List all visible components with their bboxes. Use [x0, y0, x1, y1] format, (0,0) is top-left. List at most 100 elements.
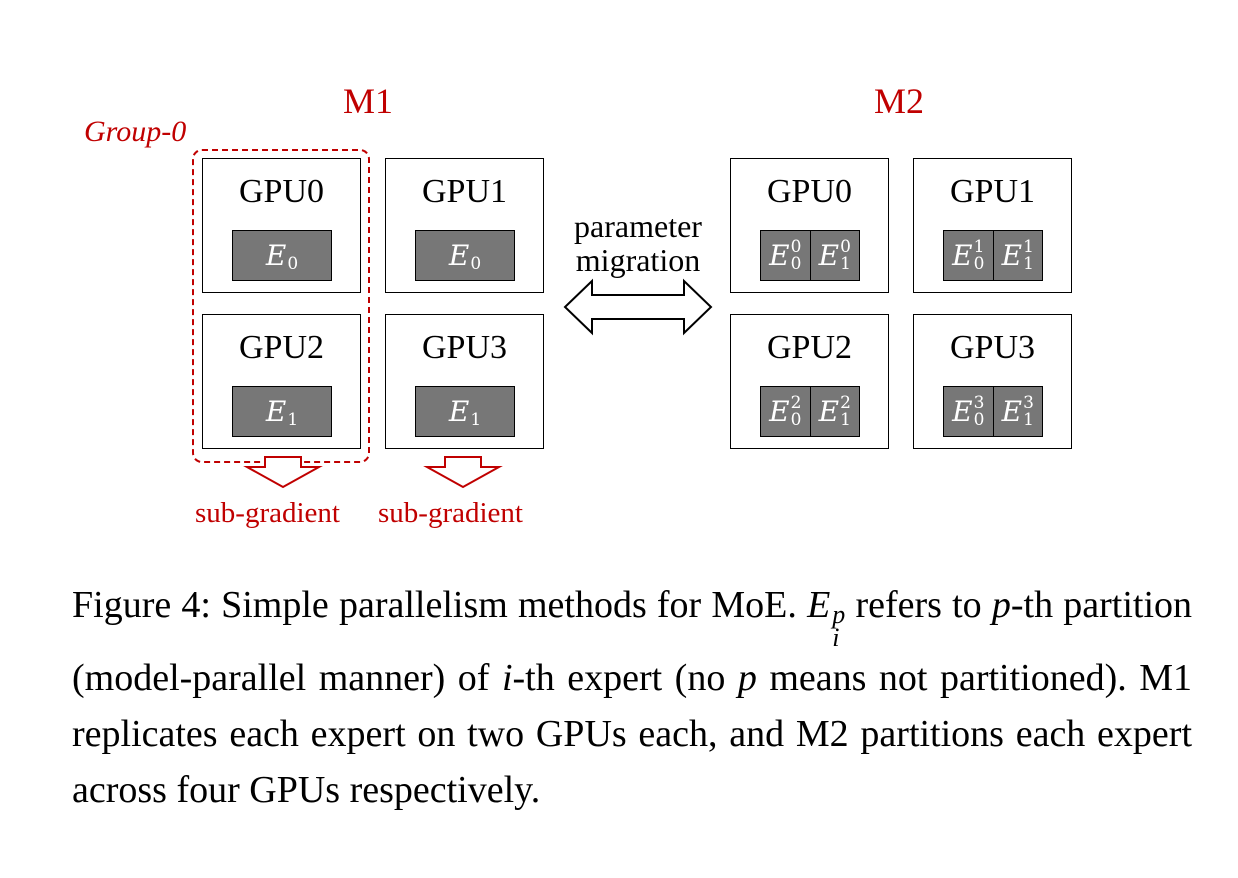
gpu-name: GPU1 — [949, 173, 1036, 210]
migration-line-2: migration — [575, 242, 701, 278]
expert-index: 1 — [287, 409, 299, 430]
m2-label: M2 — [874, 81, 925, 121]
expert-base: E — [952, 395, 973, 428]
caption-part-1: Figure 4: Simple parallelism methods for… — [72, 584, 808, 626]
expert-base: E — [818, 239, 840, 272]
expert-partition-index: 1 — [973, 236, 985, 257]
expert-base: E — [448, 239, 470, 272]
gpu-name: GPU0 — [238, 173, 325, 210]
expert-partition-index: 3 — [973, 392, 985, 413]
gpu-name: GPU0 — [766, 173, 853, 210]
expert-partition-index: 3 — [1023, 392, 1034, 413]
m1-label: M1 — [343, 81, 394, 121]
caption-part-4: -th expert (no — [512, 656, 738, 699]
sub-gradient-label-2: sub-gradient — [378, 497, 523, 529]
expert-index: 1 — [470, 409, 482, 430]
figure-caption: Figure 4: Simple parallelism methods for… — [72, 577, 1192, 818]
expert-index: 1 — [840, 409, 851, 430]
caption-part-3: -th partition (model-parallel manner) of — [72, 584, 1192, 699]
expert-index: 0 — [973, 409, 985, 430]
group-0-label: Group-0 — [84, 115, 187, 148]
expert-index: 0 — [790, 409, 802, 430]
expert-base: E — [952, 239, 973, 272]
expert-base: E — [448, 395, 470, 428]
migration-line-1: parameter — [574, 208, 702, 244]
down-arrow-icon — [423, 456, 503, 489]
caption-symbol-sub: i — [832, 623, 840, 653]
caption-p-var: p — [991, 584, 1011, 626]
gpu-name: GPU3 — [421, 329, 508, 366]
expert-base: E — [769, 239, 790, 272]
sub-gradient-label-1: sub-gradient — [195, 497, 340, 529]
caption-symbol-sup: p — [832, 600, 846, 629]
caption-p-var-2: p — [737, 656, 757, 699]
caption-symbol-base: E — [807, 584, 831, 626]
expert-base: E — [265, 395, 287, 428]
expert-index: 0 — [470, 253, 482, 274]
expert-base: E — [769, 395, 790, 428]
gpu-name: GPU2 — [766, 329, 853, 366]
caption-part-2: refers to — [845, 584, 992, 626]
expert-index: 0 — [287, 253, 299, 274]
migration-label: parameter migration — [548, 209, 728, 277]
expert-partition-index: 2 — [840, 392, 851, 413]
caption-i-var: i — [501, 656, 513, 699]
gpu-name: GPU2 — [238, 329, 325, 366]
expert-base: E — [818, 395, 840, 428]
expert-index: 0 — [973, 253, 985, 274]
expert-base: E — [1001, 239, 1023, 272]
expert-index: 1 — [1023, 409, 1034, 430]
expert-base: E — [265, 239, 287, 272]
double-arrow-icon — [563, 278, 713, 336]
expert-index: 0 — [790, 253, 802, 274]
gpu-name: GPU3 — [949, 329, 1036, 366]
caption-part-5: means not partitioned). M1 replicates ea… — [72, 656, 1193, 811]
expert-partition-index: 2 — [790, 392, 802, 413]
expert-index: 1 — [1023, 253, 1034, 274]
expert-base: E — [1001, 395, 1023, 428]
expert-index: 1 — [840, 253, 851, 274]
down-arrow-icon — [243, 456, 323, 489]
gpu-name: GPU1 — [421, 173, 508, 210]
expert-partition-index: 0 — [790, 236, 802, 257]
expert-partition-index: 0 — [840, 236, 851, 257]
